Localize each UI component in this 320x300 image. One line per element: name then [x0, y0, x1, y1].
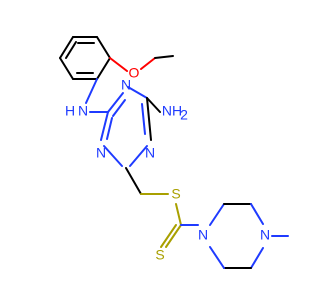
nitrogen-bond	[85, 78, 98, 104]
oxygen-bond	[140, 57, 156, 70]
oxygen-label: O	[129, 65, 140, 81]
thione-double-bond	[165, 224, 182, 248]
ring-bond	[59, 36, 74, 59]
carbon-sulfur-bond	[175, 203, 182, 226]
piperazine-bond	[209, 203, 225, 226]
thioether-sulfur-label: S	[171, 186, 180, 202]
amino-subscript: 2	[180, 107, 188, 123]
triazine-bond	[127, 86, 148, 99]
aromatic-double-bond	[65, 41, 77, 59]
triazine-right-nitrogen: N	[145, 145, 155, 161]
anilino-linker: N H	[65, 78, 109, 119]
piperazine-bond	[250, 203, 264, 225]
nitrogen-label: N	[78, 103, 88, 119]
methoxy-group: O	[109, 55, 174, 81]
triazine-bond	[146, 97, 152, 141]
ring-bond	[59, 57, 74, 80]
oxygen-bond	[109, 57, 128, 72]
triazine-ring: N N N	[96, 77, 155, 167]
piperazine-left-nitrogen: N	[198, 227, 208, 243]
dithiocarbamate-group: S	[155, 203, 199, 263]
ring-bond	[96, 57, 111, 80]
triazine-bond	[107, 92, 124, 113]
thione-sulfur-label: S	[155, 247, 164, 263]
amino-group: NH 2	[146, 97, 188, 123]
piperazine-bond	[209, 246, 225, 269]
triazine-bond	[103, 145, 123, 167]
methyl-bond	[154, 55, 174, 59]
triazine-bond	[100, 111, 109, 141]
ring-bond	[96, 36, 111, 59]
thione-double-bond	[160, 224, 177, 248]
hydrogen-label: H	[65, 103, 75, 119]
piperazine-bond	[250, 247, 264, 269]
molecule-structure-diagram: O N H N N N NH 2 S S	[59, 36, 289, 269]
triazine-top-nitrogen: N	[121, 77, 131, 93]
methylene-bond	[125, 167, 142, 195]
methoxyphenyl-ring	[59, 36, 111, 80]
triazine-bond	[129, 145, 148, 167]
triazine-double-bond	[106, 117, 113, 140]
triazine-left-nitrogen: N	[96, 145, 106, 161]
methylene-linker: S	[125, 167, 181, 202]
piperazine-ring: N N	[198, 203, 270, 269]
piperazine-right-nitrogen: N	[260, 227, 270, 243]
amino-label: NH	[162, 103, 182, 119]
triazine-double-bond	[141, 103, 146, 135]
triazine-double-bond	[112, 99, 126, 117]
amino-bond	[146, 97, 161, 113]
